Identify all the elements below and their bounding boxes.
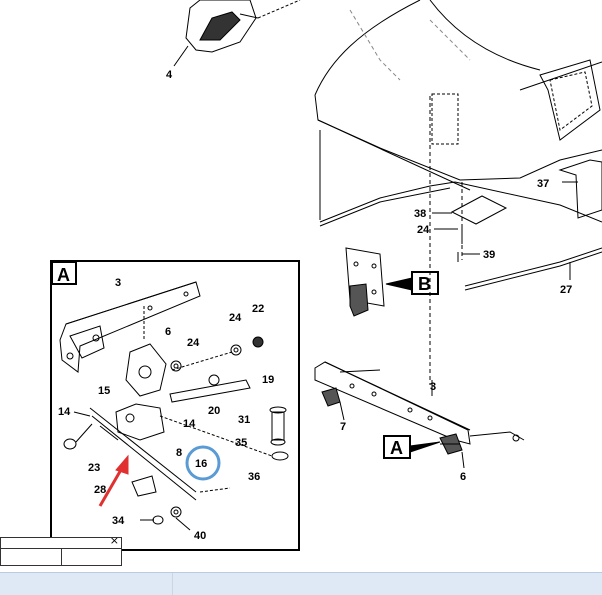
callout-b-box [385, 271, 439, 295]
part-label: 38 [414, 208, 426, 220]
detail-a-frame [50, 260, 300, 551]
part-label: 24 [229, 312, 242, 324]
part-label: 24 [417, 224, 430, 236]
part-label: 27 [560, 284, 572, 296]
main-bar-part-3 [314, 361, 525, 469]
part-label: 22 [252, 303, 264, 315]
part-label: 20 [208, 405, 220, 417]
part-label: 14 [183, 418, 196, 430]
part-label: 7 [340, 421, 346, 433]
part-label: 16 [195, 458, 207, 470]
label-detail-a: A [57, 265, 70, 285]
toolbar-divider [172, 573, 173, 595]
bottom-toolbar [0, 572, 602, 595]
part-label: 6 [460, 471, 466, 483]
panel-column-divider [61, 549, 62, 565]
highlight-arrow [98, 454, 129, 507]
part-label: 8 [176, 447, 182, 459]
part-label: 4 [166, 69, 173, 81]
part-label: 3 [430, 381, 436, 393]
detail-a-tag [51, 261, 77, 285]
panel-divider [1, 548, 121, 549]
cab-outline [314, 0, 602, 385]
close-icon[interactable]: × [109, 534, 119, 547]
part-label: 34 [112, 515, 125, 527]
part-label: 39 [483, 249, 495, 261]
part-label: 37 [537, 178, 549, 190]
part-label: 40 [194, 530, 206, 542]
part-label: 15 [98, 385, 110, 397]
floating-mini-panel: × [0, 534, 122, 566]
part-label: 23 [88, 462, 100, 474]
label-callout-a: A [390, 438, 403, 458]
label-callout-b: B [418, 274, 431, 294]
part-label: 6 [165, 326, 171, 338]
part-label: 14 [58, 406, 71, 418]
part-label: 35 [235, 437, 247, 449]
detail-a-drawing [59, 281, 289, 531]
part-label: 28 [94, 484, 106, 496]
part-label: 19 [262, 374, 274, 386]
part-4-cover [173, 0, 301, 67]
callout-a-box [383, 435, 441, 459]
part-label: 36 [248, 471, 260, 483]
part-label: 24 [187, 337, 200, 349]
detail-b-bracket [345, 247, 410, 317]
part-38-plate [432, 195, 508, 262]
highlight-circle [185, 445, 221, 481]
part-label: 3 [115, 277, 121, 289]
part-label: 31 [238, 414, 250, 426]
